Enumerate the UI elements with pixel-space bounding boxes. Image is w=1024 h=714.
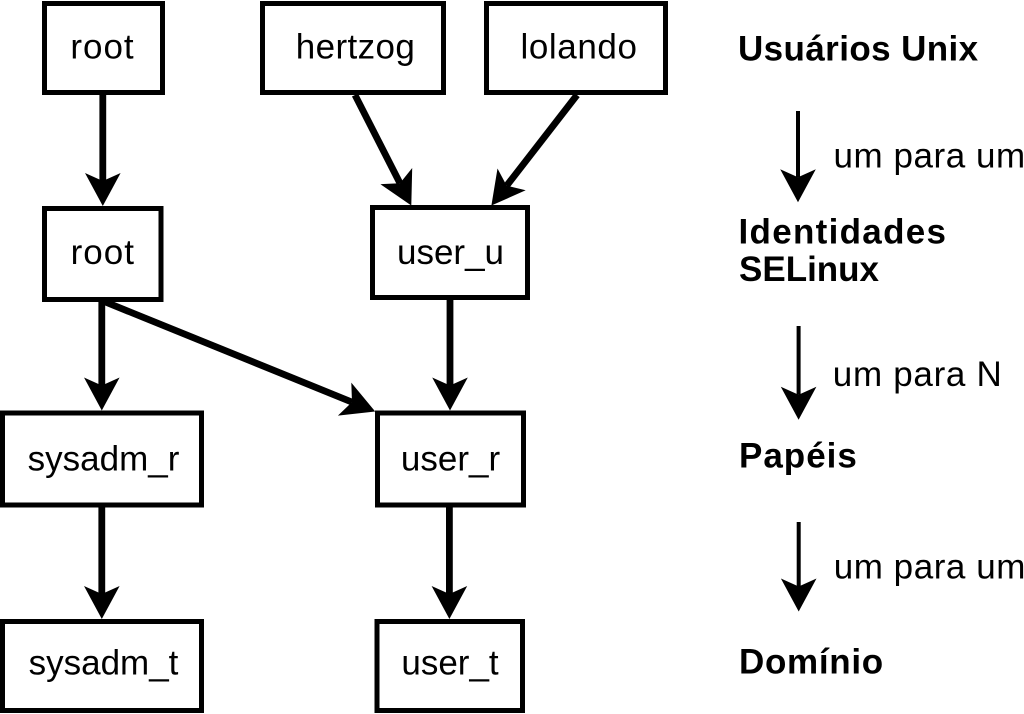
svg-text:Domínio: Domínio — [739, 643, 884, 682]
svg-text:um para um: um para um — [834, 136, 1024, 175]
svg-text:lolando: lolando — [520, 28, 637, 67]
svg-text:user_r: user_r — [401, 440, 501, 479]
svg-text:root: root — [70, 28, 134, 67]
svg-text:Usuários Unix: Usuários Unix — [738, 30, 979, 69]
svg-text:SELinux: SELinux — [739, 250, 880, 289]
svg-text:root: root — [71, 233, 135, 272]
svg-text:user_u: user_u — [397, 233, 504, 272]
svg-text:um para um: um para um — [834, 548, 1024, 587]
svg-text:Identidades: Identidades — [739, 213, 948, 252]
svg-text:Papéis: Papéis — [739, 436, 858, 475]
svg-text:user_t: user_t — [401, 644, 499, 683]
svg-text:sysadm_r: sysadm_r — [28, 440, 180, 479]
svg-text:um para N: um para N — [833, 355, 1003, 394]
svg-text:sysadm_t: sysadm_t — [29, 644, 179, 683]
svg-text:hertzog: hertzog — [296, 28, 416, 67]
